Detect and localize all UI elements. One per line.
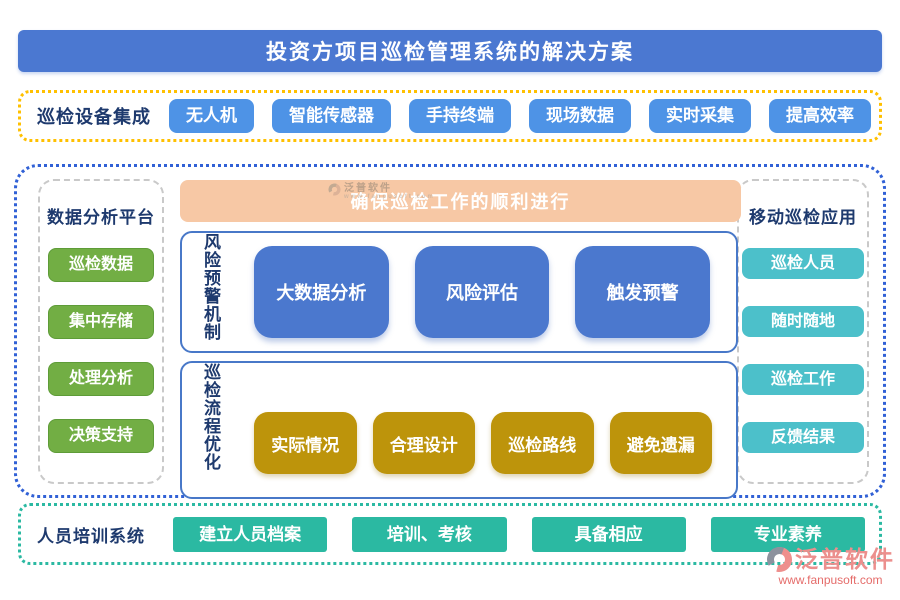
node-anytime-anywhere: 随时随地 xyxy=(742,306,864,337)
node-inspector-staff: 巡检人员 xyxy=(742,248,864,279)
node-decision-support: 决策支持 xyxy=(48,419,154,453)
process-optimization-label: 巡检流程优化 xyxy=(201,363,220,471)
data-platform-label: 数据分析平台 xyxy=(47,208,155,227)
node-inspection-data: 巡检数据 xyxy=(48,248,154,282)
node-inspection-route: 巡检路线 xyxy=(491,412,594,474)
main-container: 数据分析平台 巡检数据 集中存储 处理分析 决策支持 移动巡检应用 巡检人员 随… xyxy=(14,164,886,499)
node-avoid-omission: 避免遗漏 xyxy=(609,412,712,474)
brand-url: www.fanpusoft.com xyxy=(778,573,883,587)
node-central-storage: 集中存储 xyxy=(48,305,154,339)
mobile-app-panel: 移动巡检应用 巡检人员 随时随地 巡检工作 反馈结果 xyxy=(737,179,869,484)
training-button-row: 建立人员档案 培训、考核 具备相应 专业素养 xyxy=(173,516,865,552)
brand-logo-icon xyxy=(767,546,792,572)
node-process-analysis: 处理分析 xyxy=(48,362,154,396)
risk-warning-box: 风险预警机制 大数据分析 风险评估 触发预警 xyxy=(180,231,738,353)
node-inspection-work: 巡检工作 xyxy=(742,364,864,395)
process-optimization-box: 巡检流程优化 实际情况 合理设计 巡检路线 避免遗漏 xyxy=(180,361,738,499)
node-efficiency: 提高效率 xyxy=(769,99,871,133)
brand-row: 泛普软件 xyxy=(766,545,895,573)
node-handheld-terminal: 手持终端 xyxy=(409,99,511,133)
flow-button-row: 实际情况 合理设计 巡检路线 避免遗漏 xyxy=(254,412,712,474)
watermark-logo: 泛普软件 www.fanpusoft.com xyxy=(328,183,435,201)
data-platform-stack: 巡检数据 集中存储 处理分析 决策支持 xyxy=(48,248,154,453)
device-section-label: 巡检设备集成 xyxy=(37,107,151,127)
node-feedback-result: 反馈结果 xyxy=(742,422,864,453)
brand-footer: 泛普软件 www.fanpusoft.com xyxy=(766,545,895,587)
node-drone: 无人机 xyxy=(169,99,254,133)
risk-button-row: 大数据分析 风险评估 触发预警 xyxy=(254,246,711,338)
data-platform-panel: 数据分析平台 巡检数据 集中存储 处理分析 决策支持 xyxy=(38,179,164,484)
node-personnel-files: 建立人员档案 xyxy=(173,516,328,552)
device-button-row: 无人机 智能传感器 手持终端 现场数据 实时采集 提高效率 xyxy=(169,99,871,133)
risk-warning-label: 风险预警机制 xyxy=(201,233,220,341)
training-section: 人员培训系统 建立人员档案 培训、考核 具备相应 专业素养 xyxy=(18,503,882,565)
node-possess-required: 具备相应 xyxy=(531,516,686,552)
node-professional-quality: 专业素养 xyxy=(710,516,865,552)
node-training-assessment: 培训、考核 xyxy=(352,516,507,552)
node-field-data: 现场数据 xyxy=(529,99,631,133)
node-smart-sensor: 智能传感器 xyxy=(272,99,391,133)
page-title: 投资方项目巡检管理系统的解决方案 xyxy=(18,30,882,72)
node-big-data-analysis: 大数据分析 xyxy=(254,246,389,338)
watermark-logo-icon xyxy=(328,183,341,196)
device-integration-section: 巡检设备集成 无人机 智能传感器 手持终端 现场数据 实时采集 提高效率 xyxy=(18,90,882,142)
node-realtime-collection: 实时采集 xyxy=(649,99,751,133)
mobile-app-label: 移动巡检应用 xyxy=(749,208,857,227)
goal-banner-text: 确保巡检工作的顺利进行 xyxy=(350,192,571,212)
node-reasonable-design: 合理设计 xyxy=(372,412,475,474)
node-actual-situation: 实际情况 xyxy=(254,412,357,474)
node-risk-assessment: 风险评估 xyxy=(414,246,550,338)
training-section-label: 人员培训系统 xyxy=(37,526,145,546)
brand-name: 泛普软件 xyxy=(795,546,895,572)
watermark-text: 泛普软件 www.fanpusoft.com xyxy=(344,183,435,200)
mobile-app-stack: 巡检人员 随时随地 巡检工作 反馈结果 xyxy=(742,248,864,453)
goal-banner: 泛普软件 www.fanpusoft.com 确保巡检工作的顺利进行 xyxy=(180,180,741,222)
node-trigger-warning: 触发预警 xyxy=(575,246,711,338)
